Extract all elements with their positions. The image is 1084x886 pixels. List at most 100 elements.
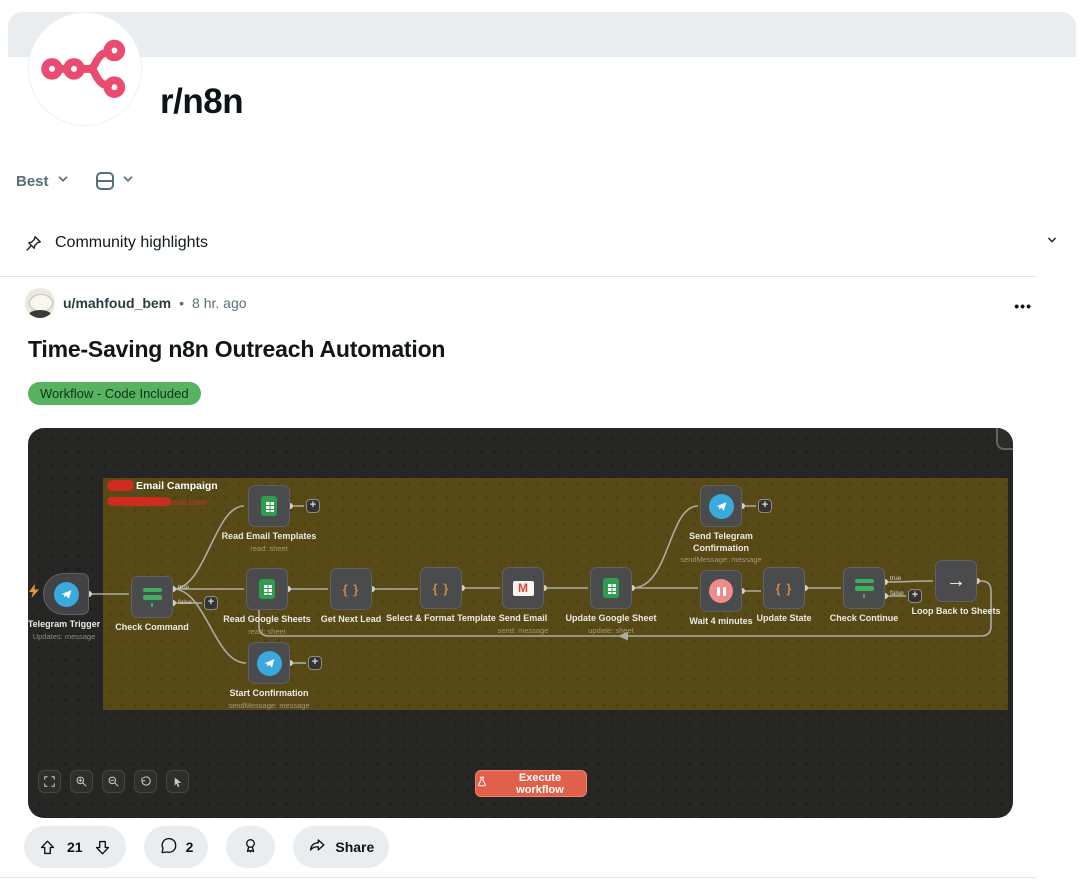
vote-pill: 21 [24, 826, 126, 868]
workflow-node-read-email-templates: Read Email Templates read: sheet [222, 485, 316, 553]
node-label: Read Email Templates [221, 531, 317, 541]
chevron-down-icon [121, 172, 135, 190]
node-sublabel: send: message [497, 625, 549, 635]
subreddit-title: r/n8n [160, 82, 244, 121]
comment-icon [159, 836, 178, 858]
node-label: Send Email [498, 613, 548, 623]
post-image-workflow-screenshot[interactable]: Email Campaign @gmail.com [28, 428, 1013, 818]
telegram-icon [256, 650, 282, 676]
feed-controls: Best [16, 172, 135, 190]
post-timestamp: 8 hr. ago [192, 295, 247, 311]
code-braces-icon: { } [775, 580, 793, 596]
node-sublabel: sendMessage: message [228, 700, 310, 710]
workflow-node-select-format-template: { } Select & Format Template [386, 567, 496, 623]
arrow-right-icon: → [946, 570, 966, 592]
workflow-title-label: Email Campaign [136, 480, 218, 492]
switch-filter-icon [142, 587, 162, 607]
telegram-icon [708, 493, 734, 519]
node-label: Update Google Sheet [565, 613, 657, 623]
add-node-plus-button [758, 499, 772, 513]
add-node-plus-button [908, 589, 922, 603]
node-sublabel: update: sheet [588, 625, 634, 635]
workflow-node-loop-back-to-sheets: → Loop Back to Sheets [911, 560, 1001, 616]
node-label: Update State [756, 613, 812, 623]
divider [0, 877, 1037, 878]
community-highlights-bar[interactable]: Community highlights [16, 228, 1026, 258]
downvote-button[interactable] [93, 838, 112, 857]
add-node-plus-button [308, 656, 322, 670]
card-view-icon [95, 172, 114, 190]
highlights-collapse-button[interactable] [1044, 232, 1060, 248]
post-overflow-menu[interactable]: ••• [1014, 298, 1032, 314]
comments-button[interactable]: 2 [143, 826, 209, 868]
canvas-toolbar [38, 770, 189, 793]
node-label: Telegram Trigger [28, 619, 101, 629]
node-label: Loop Back to Sheets [911, 606, 1001, 616]
workflow-node-read-google-sheets: Read Google Sheets read: sheet [223, 568, 311, 636]
post-header: u/mahfoud_bem • 8 hr. ago [25, 288, 247, 318]
zoom-out-button [102, 770, 125, 793]
code-braces-icon: { } [432, 580, 450, 596]
post-title[interactable]: Time-Saving n8n Outreach Automation [28, 336, 446, 362]
share-button[interactable]: Share [293, 826, 390, 868]
share-label: Share [335, 839, 375, 855]
workflow-node-update-google-sheet: Update Google Sheet update: sheet [565, 567, 657, 635]
node-label: Start Confirmation [229, 688, 309, 698]
node-sublabel: read: sheet [250, 543, 288, 553]
node-label: Select & Format Template [386, 613, 496, 623]
output-label-false: false [178, 598, 192, 606]
node-label: Wait 4 minutes [689, 616, 753, 626]
workflow-node-start-confirmation: Start Confirmation sendMessage: message [228, 642, 310, 710]
subreddit-avatar[interactable] [28, 12, 142, 126]
n8n-logo-icon [41, 34, 129, 105]
award-button[interactable] [226, 826, 276, 868]
user-avatar[interactable] [25, 288, 55, 318]
output-label-true: true [178, 584, 190, 591]
redacted-email-text: @gmail.com [156, 497, 207, 507]
award-icon [241, 836, 260, 858]
post-action-bar: 21 2 [24, 826, 390, 868]
divider [0, 276, 1037, 277]
switch-filter-icon [854, 578, 874, 598]
google-sheets-icon [261, 496, 277, 516]
node-label: Read Google Sheets [223, 614, 311, 624]
fit-view-button [38, 770, 61, 793]
pointer-button [166, 770, 189, 793]
chevron-down-icon [56, 172, 70, 190]
node-label: Check Command [115, 622, 189, 632]
pin-icon [24, 234, 43, 253]
post-author-link[interactable]: u/mahfoud_bem [63, 295, 172, 311]
pause-icon [709, 579, 733, 603]
post-flair-badge[interactable]: Workflow - Code Included [28, 382, 201, 405]
layout-view-dropdown[interactable] [95, 172, 135, 190]
canvas-corner-control [996, 428, 1013, 450]
node-sublabel: read: sheet [248, 626, 286, 636]
execute-workflow-label: Execute workflow [516, 771, 564, 796]
google-sheets-icon [603, 578, 619, 598]
workflow-node-get-next-lead: { }Get Next Lead [321, 568, 381, 624]
subreddit-banner [8, 12, 1076, 57]
add-node-plus-button [204, 596, 218, 610]
node-sublabel: sendMessage: message [680, 555, 762, 565]
execute-workflow-button[interactable]: Execute workflow [475, 770, 587, 797]
redaction-scribble [106, 479, 135, 492]
output-label-true: true [890, 575, 902, 582]
zoom-in-button [70, 770, 93, 793]
workflow-node-wait-4-minutes: Wait 4 minutes [689, 570, 753, 626]
workflow-node-check-command: Check Command [115, 576, 189, 632]
sort-dropdown[interactable]: Best [16, 172, 70, 190]
upvote-count: 21 [67, 839, 83, 855]
trigger-spark-icon [29, 584, 39, 603]
node-sublabel: Updates: message [32, 631, 96, 641]
flask-icon [476, 776, 488, 791]
output-label-false: false [890, 589, 904, 597]
node-label: Get Next Lead [320, 614, 382, 624]
workflow-node-update-state: { } Update State [756, 567, 812, 623]
upvote-button[interactable] [38, 838, 57, 857]
sort-label: Best [16, 172, 49, 190]
telegram-icon [53, 581, 79, 607]
